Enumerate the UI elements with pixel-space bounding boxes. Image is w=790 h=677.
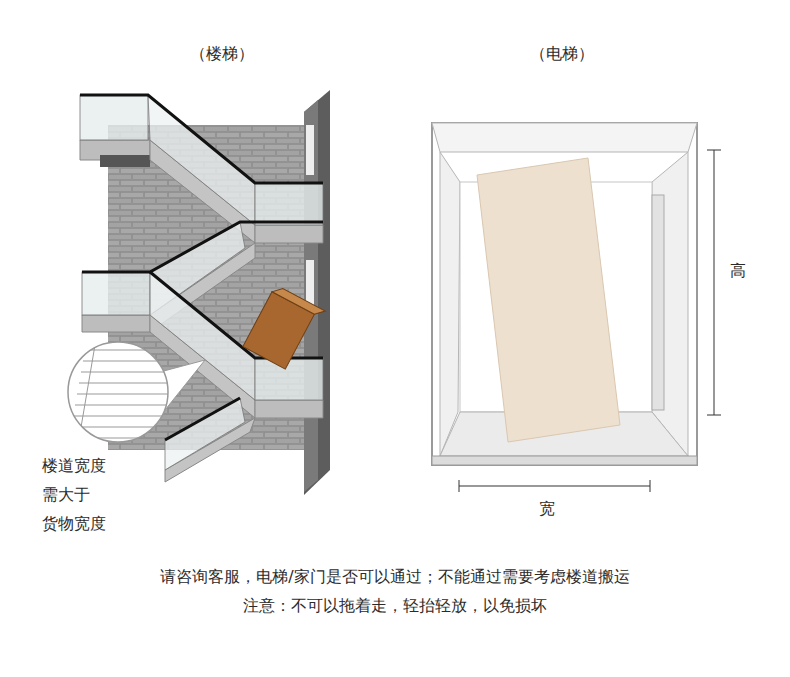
glass-railing: [165, 398, 245, 470]
footer-note: 注意：不可以拖着走，轻抬轻放，以免损坏: [243, 596, 547, 617]
cargo-box: [243, 285, 325, 373]
inset-step: [71, 427, 170, 428]
landing: [82, 315, 150, 332]
inset-steps: [69, 345, 170, 445]
handrail: [80, 95, 323, 183]
inset-stringer: [78, 345, 95, 445]
ceiling: [432, 123, 697, 152]
inset-step: [81, 372, 170, 373]
glass-railing: [255, 358, 323, 400]
cargo-panel: [477, 158, 620, 442]
elevator-frame: [432, 123, 697, 465]
landing: [255, 225, 323, 243]
glass-railing: [80, 95, 148, 140]
handrail: [165, 398, 240, 440]
glass-railing: [255, 183, 323, 225]
glass-railing: [148, 95, 255, 225]
footer-note: 请咨询客服，电梯/家门是否可以通过；不能通过需要考虑楼道搬运: [160, 567, 629, 588]
dimension-tick: [650, 480, 651, 492]
inset-step: [85, 350, 170, 351]
left-wall: [440, 152, 460, 456]
door-post: [652, 195, 664, 410]
inset-step: [75, 405, 170, 406]
landing: [255, 400, 323, 418]
right-wall: [652, 152, 688, 456]
dimension-tick: [707, 415, 721, 416]
inset-step: [69, 438, 170, 439]
landing-edge: [100, 155, 150, 167]
inset-step: [77, 394, 170, 395]
side-wall: [304, 90, 330, 495]
width-dimension: [459, 486, 650, 487]
dimension-label: 高: [730, 261, 746, 282]
dimension-label: 宽: [539, 499, 555, 520]
panel-heading: （电梯）: [530, 44, 594, 65]
elevator-drawing: [432, 123, 721, 492]
side-wall-face: [304, 100, 318, 492]
glass-railing: [82, 272, 150, 315]
stair-note: 楼道宽度 需大于 货物宽度: [42, 451, 111, 538]
dimension-tick: [459, 480, 460, 492]
window: [306, 125, 314, 175]
handrail: [82, 222, 323, 272]
panel-heading: （楼梯）: [190, 44, 254, 65]
threshold: [432, 456, 697, 465]
dimension-tick: [707, 150, 721, 151]
staircase-drawing: [68, 90, 330, 495]
inset-step: [79, 383, 170, 384]
inset-step: [83, 361, 170, 362]
inset-step: [73, 416, 170, 417]
height-dimension: [714, 150, 715, 415]
